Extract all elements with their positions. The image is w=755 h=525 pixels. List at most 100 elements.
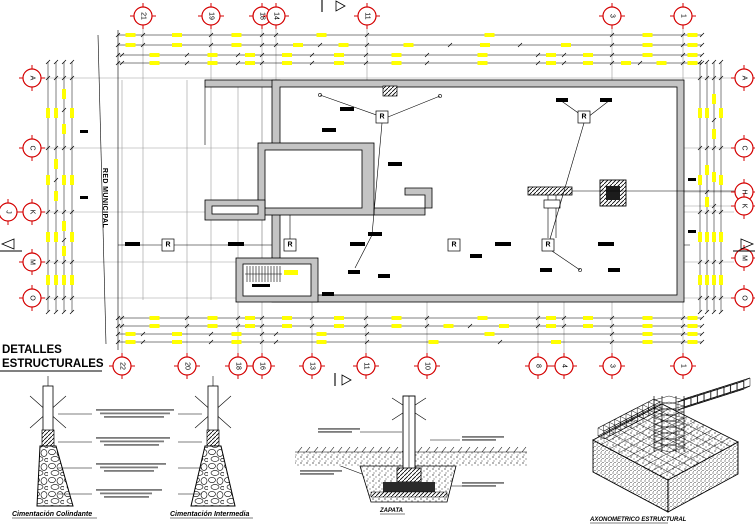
dimension-tick	[184, 60, 190, 66]
dimension-tick	[697, 309, 703, 315]
dimension-tick	[61, 107, 67, 113]
dimension-value-marker	[293, 43, 303, 47]
dimension-tick	[309, 52, 315, 58]
right-beam-stirrup	[743, 377, 751, 390]
dimension-value-marker	[62, 221, 66, 231]
grid-bubble-label: 16	[259, 362, 266, 370]
dimension-value-marker	[712, 172, 716, 182]
dimension-tag	[322, 292, 334, 296]
dimension-tick	[61, 59, 67, 65]
grid-bubble-label: 21	[140, 12, 147, 20]
grid-bubble-label: C	[741, 145, 748, 150]
dimension-tick	[718, 259, 724, 265]
dimension-value-marker	[642, 324, 653, 328]
dimension-value-marker	[583, 61, 593, 65]
grid-bubble-label: 4	[561, 364, 568, 368]
dimension-value-marker	[282, 324, 292, 328]
dimension-value-marker	[316, 33, 327, 37]
right-beam-stirrup	[704, 390, 711, 402]
dimension-value-marker	[172, 33, 182, 37]
ground-hatch-tick	[377, 446, 383, 453]
dimension-value-marker	[231, 340, 242, 344]
dimension-tick	[45, 145, 51, 151]
lean-concrete	[370, 491, 448, 498]
dimension-value-marker	[70, 108, 74, 118]
footing-slab	[383, 482, 435, 492]
dimension-value-marker	[172, 332, 182, 336]
dimension-value-marker	[125, 43, 136, 47]
dimension-tag	[495, 242, 511, 246]
dimension-value-marker	[284, 270, 298, 275]
registry-box: R	[283, 238, 297, 252]
dimension-tag	[252, 284, 270, 287]
dimension-tick	[140, 339, 146, 345]
rebar-mesh-bar	[631, 419, 707, 460]
rebar-mesh-bar	[646, 411, 723, 451]
footing-section-caption: ZAPATA	[379, 508, 403, 514]
dimension-tick	[317, 42, 323, 48]
bubble-ring	[22, 288, 42, 308]
dimension-tick	[45, 75, 51, 81]
bubble-ring	[22, 68, 42, 88]
dimension-tick	[61, 145, 67, 151]
ground-hatch-tick	[449, 446, 455, 453]
dimension-value-marker	[712, 129, 716, 139]
details-title: DETALLES ESTRUCTURALES	[0, 344, 104, 372]
footing-section-detail: ZAPATA	[295, 395, 527, 515]
dimension-tick	[364, 42, 370, 48]
dimension-value-marker	[561, 43, 571, 47]
bubble-ring	[673, 6, 693, 26]
axonometric-detail: AXONOMETRICO ESTRUCTURAL	[589, 377, 751, 524]
dimension-tick	[697, 75, 703, 81]
grid-bubble-left: A	[19, 65, 45, 91]
grid-bubble-top: 11	[354, 3, 380, 29]
registry-box-label: R	[287, 242, 292, 249]
ground-hatch-tick	[393, 446, 399, 453]
annotation-note	[96, 489, 162, 491]
grid-bubble-label: 14	[273, 12, 280, 20]
dimension-tick	[680, 42, 686, 48]
dimension-tick	[704, 309, 710, 315]
rebar-mesh-bar	[601, 408, 671, 445]
dimension-tag	[368, 232, 382, 236]
grid-bubble-right: M	[731, 245, 755, 271]
dimension-value-marker	[719, 232, 723, 242]
grid-bubble-label: 19	[208, 12, 215, 20]
ground-hatch-tick	[489, 446, 495, 453]
dimension-tick	[363, 60, 369, 66]
dimension-tick	[699, 32, 705, 38]
column-shaft	[207, 385, 219, 435]
grid-bubble-bottom: 20	[174, 353, 200, 379]
dimension-value-marker	[54, 108, 58, 118]
grid-bubble-left: K	[19, 199, 45, 225]
dimension-tick	[424, 323, 430, 329]
grid-bubble-label: O	[29, 295, 36, 301]
annotation-note	[100, 466, 158, 469]
registry-box-frame	[375, 110, 389, 124]
dimension-tick	[53, 259, 59, 265]
dimension-tick	[697, 209, 703, 215]
dimension-tick	[424, 315, 430, 321]
dimension-value-marker	[687, 324, 698, 328]
grid-bubble-label: 13	[309, 362, 316, 370]
dimension-value-marker	[687, 33, 698, 37]
dimension-value-marker	[698, 108, 702, 118]
dimension-value-marker	[477, 316, 488, 320]
grid-bubble-label: M	[741, 255, 748, 261]
dimension-value-marker	[698, 275, 702, 285]
bubble-ring	[734, 138, 754, 158]
dimension-value-marker	[207, 53, 218, 57]
dimension-tick	[680, 315, 686, 321]
dimension-value-marker	[719, 275, 723, 285]
dimension-tick	[53, 59, 59, 65]
registry-box: R	[447, 238, 461, 252]
grid-bubble-label: 3	[609, 364, 616, 368]
dimension-value-marker	[705, 197, 709, 207]
dimension-tick	[69, 309, 75, 315]
footing-intermediate-detail: Cimentación Intermedia	[170, 376, 253, 519]
details-title-line2: ESTRUCTURALES	[2, 358, 104, 370]
grid-bubble-bottom: 11	[353, 353, 379, 379]
ground-hatch-tick	[465, 446, 471, 453]
